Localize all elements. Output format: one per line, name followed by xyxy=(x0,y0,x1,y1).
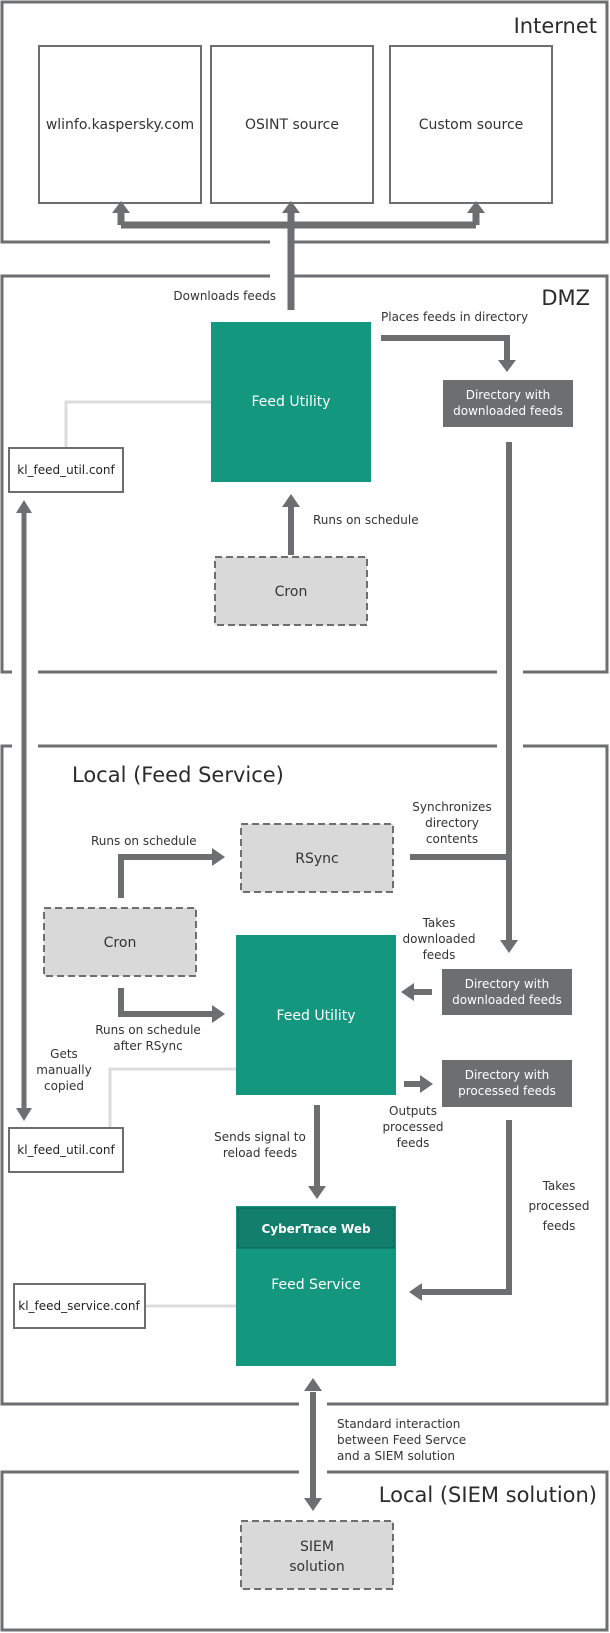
label-sync-2: directory xyxy=(425,816,479,830)
zone-title-local-feed: Local (Feed Service) xyxy=(72,763,284,787)
label-takes-3: feeds xyxy=(423,948,456,962)
places-feeds-arrow xyxy=(381,335,510,362)
arrowhead xyxy=(16,500,32,513)
cron-utility-arrow xyxy=(118,988,214,1017)
local-util-conf-box xyxy=(8,1127,124,1173)
label-after-2: after RSync xyxy=(113,1039,182,1053)
takes-processed-arrow xyxy=(420,1120,512,1295)
label-std-1: Standard interaction xyxy=(337,1417,460,1431)
siem-label-line2: solution xyxy=(289,1559,344,1575)
local-processed-dir-box xyxy=(442,1060,572,1107)
dmz-cron-label: Cron xyxy=(275,584,308,600)
label-outputs-2: processed xyxy=(382,1120,443,1134)
source-kaspersky-box xyxy=(38,45,202,204)
label-takes-1: Takes xyxy=(422,916,456,930)
label-after-1: Runs on schedule xyxy=(95,1023,201,1037)
label-sync-3: contents xyxy=(426,832,478,846)
arrowhead xyxy=(308,1186,326,1199)
local-download-dir-line2: downloaded feeds xyxy=(452,993,562,1007)
local-feed-utility-label: Feed Utility xyxy=(276,1008,355,1024)
rsync-label: RSync xyxy=(295,851,338,867)
label-copied-3: copied xyxy=(44,1079,84,1093)
label-outputs-1: Outputs xyxy=(389,1104,437,1118)
arrowhead xyxy=(401,983,414,1001)
label-runs-schedule-rsync: Runs on schedule xyxy=(91,834,197,848)
arrowhead xyxy=(409,1283,422,1301)
arrowhead xyxy=(282,494,300,507)
local-download-dir-box xyxy=(442,969,572,1015)
cybertrace-web-label: CyberTrace Web xyxy=(261,1222,371,1236)
local-processed-dir-line1: Directory with xyxy=(465,1068,550,1082)
local-util-conf-label: kl_feed_util.conf xyxy=(17,1143,115,1157)
arrowhead xyxy=(212,848,225,866)
source-kaspersky-label: wlinfo.kaspersky.com xyxy=(46,117,194,133)
siem-box xyxy=(240,1520,394,1590)
cybertrace-web-box xyxy=(237,1207,395,1249)
label-outputs-3: feeds xyxy=(397,1136,430,1150)
label-downloads-feeds: Downloads feeds xyxy=(173,289,276,303)
arrowhead xyxy=(467,201,485,213)
label-copied-2: manually xyxy=(36,1063,91,1077)
rsync-box xyxy=(240,823,394,893)
source-custom-label: Custom source xyxy=(419,117,524,133)
local-cron-box xyxy=(43,907,197,977)
service-conf-label: kl_feed_service.conf xyxy=(18,1299,140,1313)
arrowhead xyxy=(304,1498,322,1511)
label-sync-1: Synchronizes xyxy=(412,800,491,814)
label-takesp-3: feeds xyxy=(543,1219,576,1233)
dmz-conf-label: kl_feed_util.conf xyxy=(17,463,115,477)
dmz-download-dir-line2: downloaded feeds xyxy=(453,404,563,418)
local-util-conf-link xyxy=(108,1067,236,1128)
arrowhead xyxy=(304,1378,322,1391)
feed-service-label: Feed Service xyxy=(271,1277,361,1293)
arrowhead xyxy=(420,1075,433,1093)
local-feed-utility-box xyxy=(236,935,396,1095)
label-signal-2: reload feeds xyxy=(223,1146,297,1160)
dmz-download-dir-line1: Directory with xyxy=(466,388,551,402)
arrowhead xyxy=(282,201,300,213)
label-takes-2: downloaded xyxy=(402,932,475,946)
border-gap xyxy=(270,237,292,245)
zone-title-dmz: DMZ xyxy=(541,286,590,310)
label-runs-on-schedule: Runs on schedule xyxy=(313,513,419,527)
arrowhead xyxy=(16,1108,32,1121)
label-signal-1: Sends signal to xyxy=(214,1130,306,1144)
label-std-2: between Feed Servce xyxy=(337,1433,466,1447)
border-gap xyxy=(270,272,292,280)
label-takesp-1: Takes xyxy=(542,1179,576,1193)
zone-title-internet: Internet xyxy=(514,14,597,38)
cron-rsync-arrow xyxy=(118,854,214,898)
dmz-cron-box xyxy=(214,556,368,626)
dmz-feed-utility-label: Feed Utility xyxy=(251,394,330,410)
local-download-dir-line1: Directory with xyxy=(465,977,550,991)
arrowhead xyxy=(500,940,518,953)
dmz-conf-box xyxy=(8,447,124,493)
local-processed-dir-line2: processed feeds xyxy=(458,1084,556,1098)
source-custom-box xyxy=(389,45,553,204)
label-takesp-2: processed xyxy=(528,1199,589,1213)
arrowhead xyxy=(498,360,516,372)
local-cron-label: Cron xyxy=(104,935,137,951)
siem-label-line1: SIEM xyxy=(300,1539,334,1555)
service-conf-box xyxy=(13,1283,146,1329)
source-osint-label: OSINT source xyxy=(245,117,339,133)
label-std-3: and a SIEM solution xyxy=(337,1449,455,1463)
zone-title-local-siem: Local (SIEM solution) xyxy=(379,1483,597,1507)
dmz-conf-link xyxy=(64,400,211,447)
download-arrow xyxy=(117,207,480,310)
source-osint-box xyxy=(210,45,374,204)
arrowhead xyxy=(212,1005,225,1023)
label-places-feeds: Places feeds in directory xyxy=(381,310,528,324)
label-copied-1: Gets xyxy=(50,1047,78,1061)
dmz-feed-utility-box xyxy=(211,322,371,482)
arrowhead xyxy=(112,201,130,213)
dmz-download-dir-box xyxy=(443,380,573,427)
